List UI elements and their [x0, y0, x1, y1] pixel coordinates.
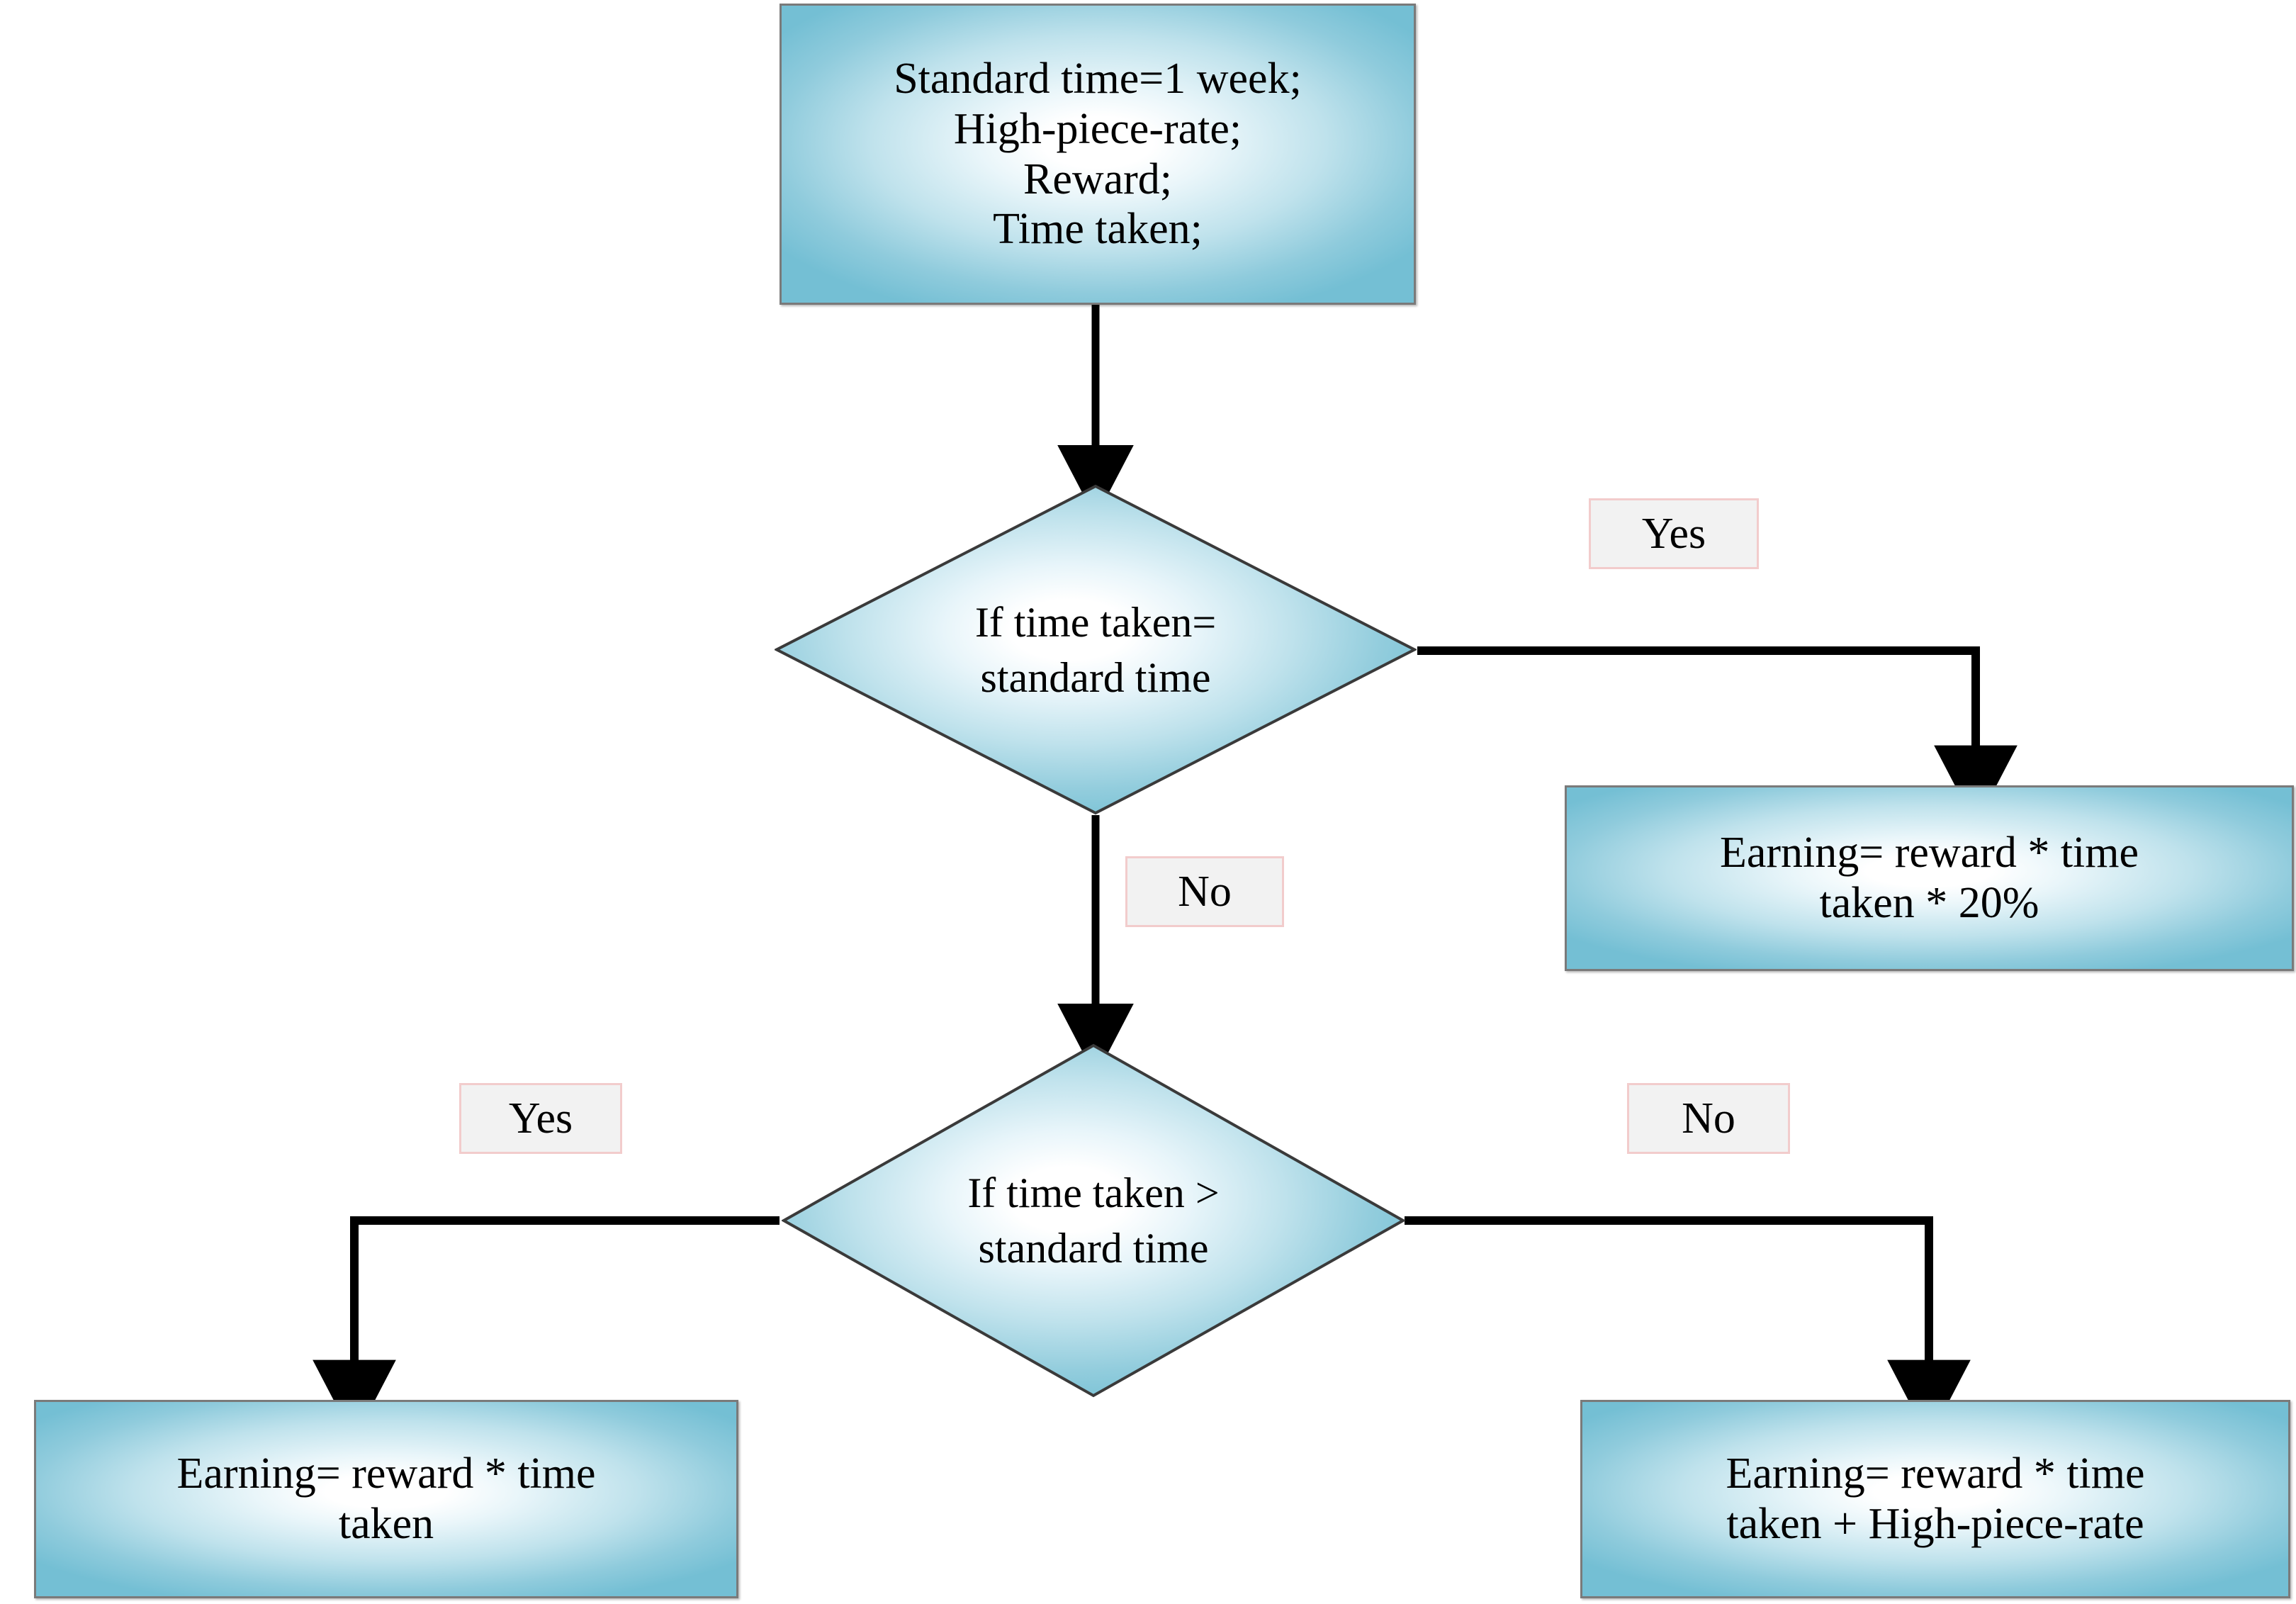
result-equal-yes-line-1: Earning= reward * time	[1719, 829, 2139, 877]
connector-greater-yes	[313, 1216, 780, 1440]
result-greater-no-line-2: taken + High-piece-rate	[1726, 1500, 2144, 1548]
connector-equal-yes	[1417, 646, 2018, 826]
edge-label-greater-no[interactable]: No	[1627, 1083, 1790, 1154]
result-equal-yes-line-2: taken * 20%	[1819, 879, 2039, 927]
edge-label-greater-yes[interactable]: Yes	[459, 1083, 622, 1154]
connector-greater-no	[1405, 1216, 1971, 1440]
start-box-line-1: Standard time=1 week;	[894, 55, 1302, 103]
decision-greater-shape	[782, 1043, 1405, 1398]
result-greater-no-line-1: Earning= reward * time	[1726, 1449, 2145, 1498]
decision-greater-node[interactable]: If time taken > standard time	[782, 1043, 1405, 1398]
result-greater-no-box[interactable]: Earning= reward * time taken + High-piec…	[1580, 1400, 2290, 1598]
start-box[interactable]: Standard time=1 week; High-piece-rate; R…	[780, 4, 1416, 305]
result-greater-yes-line-2: taken	[338, 1500, 434, 1548]
edge-label-greater-no-text: No	[1682, 1094, 1735, 1143]
decision-equal-node[interactable]: If time taken= standard time	[775, 484, 1417, 815]
start-box-line-3: Reward;	[1023, 155, 1173, 203]
edge-label-greater-yes-text: Yes	[508, 1094, 573, 1143]
result-equal-yes-box[interactable]: Earning= reward * time taken * 20%	[1565, 785, 2294, 971]
start-box-line-2: High-piece-rate;	[953, 104, 1242, 153]
edge-label-equal-yes[interactable]: Yes	[1589, 498, 1759, 569]
result-greater-yes-box[interactable]: Earning= reward * time taken	[34, 1400, 738, 1598]
edge-label-equal-yes-text: Yes	[1641, 509, 1706, 558]
edge-label-equal-no[interactable]: No	[1125, 856, 1284, 927]
start-box-line-4: Time taken;	[993, 205, 1203, 254]
result-greater-yes-line-1: Earning= reward * time	[176, 1449, 596, 1498]
decision-equal-shape	[775, 484, 1417, 815]
edge-label-equal-no-text: No	[1178, 867, 1232, 916]
